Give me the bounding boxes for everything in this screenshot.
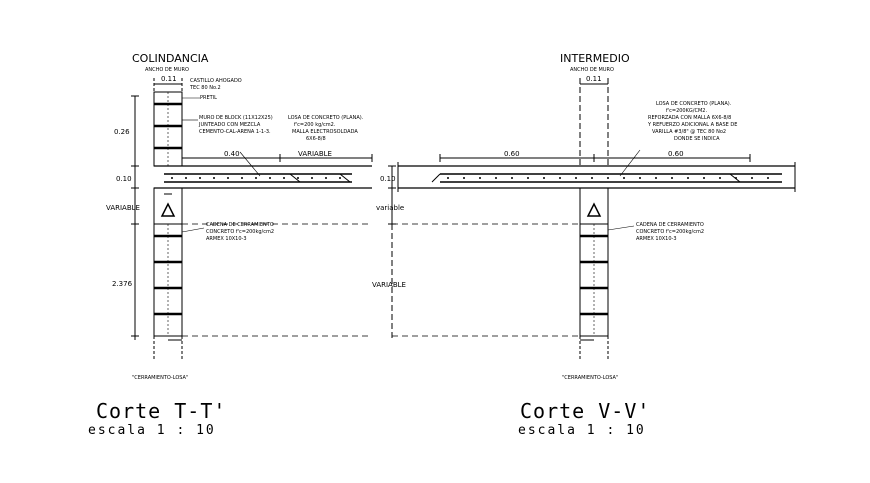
- losa-vv-line6: DONDE SE INDICA: [674, 136, 720, 142]
- dim-011-vv: 0.11: [586, 75, 602, 83]
- wall-width-dimension-tt: [153, 78, 183, 92]
- dim-2376-tt: 2.376: [112, 280, 133, 288]
- losa-tt-line4: 6X6-8/8: [306, 136, 326, 142]
- cadena-tt-line1: CADENA DE CERRAMIENTO: [206, 222, 274, 228]
- scale-vv: escala 1 : 10: [518, 423, 646, 438]
- caption-tt: "CERRAMIENTO-LOSA": [132, 375, 188, 381]
- block-wall-tt: [153, 223, 183, 337]
- dim-060-right-vv: 0.60: [668, 150, 684, 158]
- muro-line2: JUNTEADO CON MEZCLA: [198, 122, 261, 128]
- losa-tt-line2: f'c=200 kg/cm2.: [294, 122, 336, 128]
- losa-tt-line1: LOSA DE CONCRETO (PLANA).: [288, 115, 364, 121]
- wall-width-dimension-vv: [579, 78, 609, 166]
- slab-vv: [397, 162, 796, 192]
- losa-tt-line3: MALLA ELECTROSOLDADA: [292, 129, 358, 135]
- castillo-line1: CASTILLO AHOGADO: [190, 78, 242, 84]
- losa-vv-line2: f'c=200KG/CM2.: [666, 108, 707, 114]
- rebar-dots-vv: [447, 177, 769, 179]
- dim-variable-vv: variable: [376, 204, 404, 212]
- muro-line1: MURO DE BLOCK (11X12X25): [199, 115, 273, 121]
- top-dimension-tt: [181, 154, 373, 162]
- scale-tt: escala 1 : 10: [88, 423, 216, 438]
- losa-vv-line4: Y REFUERZO ADICIONAL A BASE DE: [647, 122, 737, 128]
- section-tt: [131, 78, 393, 360]
- footing-tt: [153, 336, 183, 360]
- top-dimension-vv: [439, 154, 751, 162]
- labels-tt: COLINDANCIA ANCHO DE MURO 0.11 CASTILLO …: [88, 52, 406, 438]
- muro-line3: CEMENTO-CAL-ARENA 1-1-3.: [199, 129, 271, 135]
- losa-vv-line3: REFORZADA CON MALLA 6X6-8/8: [648, 115, 731, 121]
- cadena-tt-line3: ARMEX 10X10-3: [206, 236, 247, 242]
- section-vv: [388, 78, 796, 360]
- dim-variable-top-tt: VARIABLE: [298, 150, 332, 158]
- losa-vv-line5: VARILLA #3/8" @ TEC 80 No2: [652, 129, 726, 135]
- dim-026-tt: 0.26: [114, 128, 130, 136]
- cadena-vv-line3: ARMEX 10X10-3: [636, 236, 677, 242]
- castillo-line2: TEC 80 No.2: [189, 85, 221, 91]
- dim-variable-left-tt: VARIABLE: [106, 204, 140, 212]
- cadena-vv-line2: CONCRETO f'c=200kg/cm2: [636, 229, 704, 235]
- wall-width-label-tt: ANCHO DE MURO: [145, 67, 189, 73]
- wall-width-label-vv: ANCHO DE MURO: [570, 67, 614, 73]
- block-wall-vv: [579, 223, 609, 337]
- cadena-tt-line2: CONCRETO f'c=200kg/cm2: [206, 229, 274, 235]
- cadena-vv-line1: CADENA DE CERRAMIENTO: [636, 222, 704, 228]
- dim-010-tt: 0.10: [116, 175, 132, 183]
- header-colindancia: COLINDANCIA: [132, 52, 209, 65]
- title-tt: Corte T-T': [96, 399, 226, 423]
- header-intermedio: INTERMEDIO: [560, 52, 630, 65]
- caption-vv: "CERRAMIENTO-LOSA": [562, 375, 618, 381]
- pretil-label: PRETIL: [200, 95, 217, 101]
- labels-vv: INTERMEDIO ANCHO DE MURO 0.11 LOSA DE CO…: [376, 52, 737, 438]
- losa-vv-line1: LOSA DE CONCRETO (PLANA).: [656, 101, 732, 107]
- dim-040-tt: 0.40: [224, 150, 240, 158]
- dim-060-left-vv: 0.60: [504, 150, 520, 158]
- dim-010-vv: 0.10: [380, 175, 396, 183]
- dim-011-tt: 0.11: [161, 75, 177, 83]
- title-vv: Corte V-V': [520, 399, 650, 423]
- left-dimension-vv: [388, 165, 396, 225]
- parapet-wall-tt: [153, 91, 183, 167]
- left-dimension-tt: [131, 95, 139, 340]
- footing-vv: [579, 336, 609, 360]
- rebar-dots-tt: [171, 177, 341, 179]
- dim-variable-mid-tt: VARIABLE: [372, 281, 406, 289]
